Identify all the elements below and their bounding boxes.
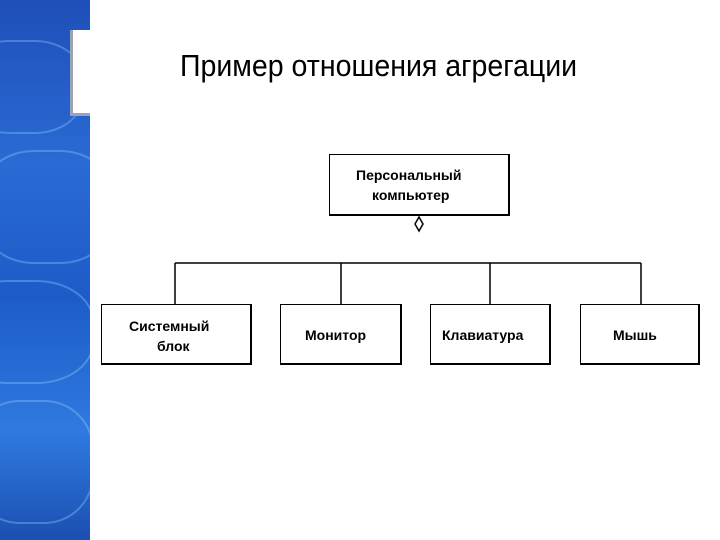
root-node-label-line1: Персональный <box>356 167 462 183</box>
part-node-label: Монитор <box>305 327 367 343</box>
part-node-monitor: Монитор <box>280 304 402 365</box>
part-node-label: Мышь <box>613 327 657 343</box>
sidebar-wave <box>0 280 90 384</box>
aggregation-diamond-icon <box>414 215 424 233</box>
sidebar-wave <box>0 400 90 524</box>
root-node-personal-computer: Персональный компьютер <box>329 154 510 216</box>
part-node-mouse: Мышь <box>580 304 700 365</box>
part-node-keyboard: Клавиатура <box>430 304 551 365</box>
sidebar-tab <box>70 30 90 116</box>
root-node-label-line2: компьютер <box>372 187 450 203</box>
part-node-system-unit: Системный блок <box>101 304 252 365</box>
part-node-label-line1: Системный <box>129 318 210 334</box>
part-node-label-line2: блок <box>157 338 190 354</box>
sidebar-wave <box>0 150 90 264</box>
part-node-label: Клавиатура <box>442 327 524 343</box>
page-title: Пример отношения агрегации <box>180 48 578 83</box>
